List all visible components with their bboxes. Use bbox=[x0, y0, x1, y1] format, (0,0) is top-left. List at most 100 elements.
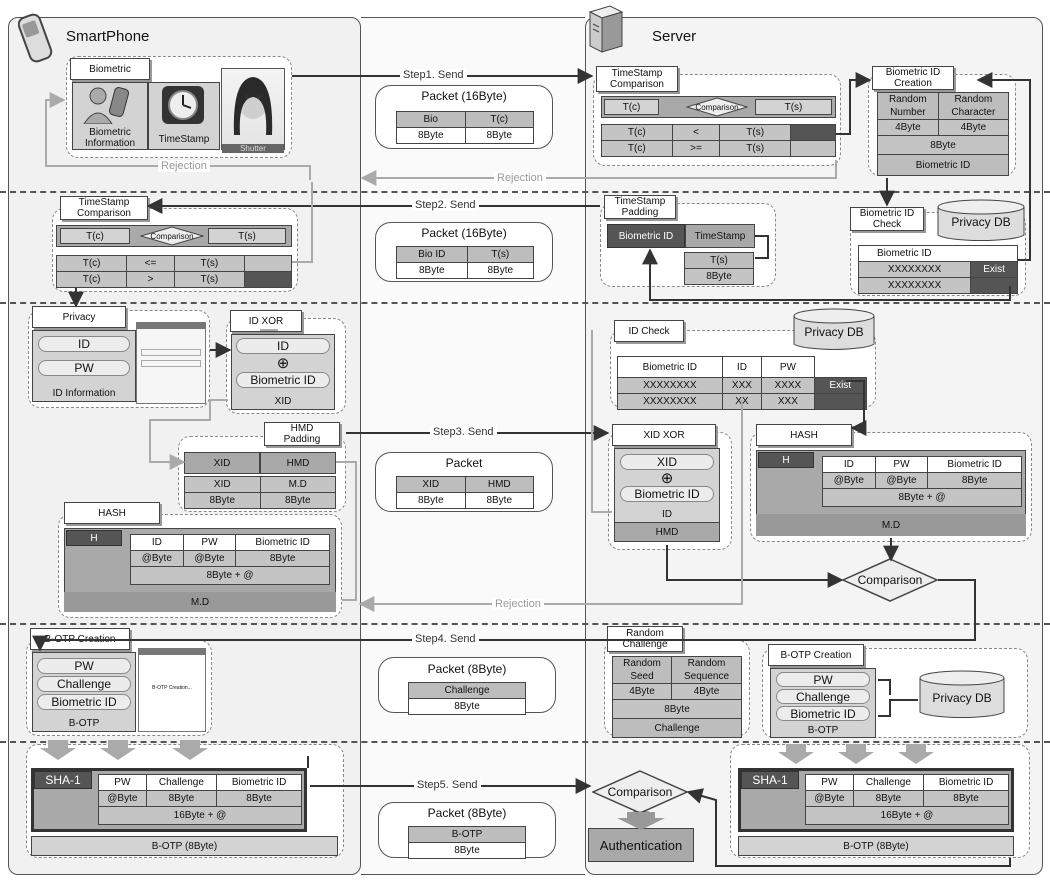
server-ts-2: T(s) bbox=[719, 140, 791, 157]
id-check-r1-pw: XXXX bbox=[761, 377, 815, 394]
random-challenge-title: Random Challenge bbox=[607, 626, 683, 652]
phone-sha-bioid: Biometric ID bbox=[216, 774, 302, 791]
xid-xor-xid: XID bbox=[620, 454, 714, 470]
smartphone-icon bbox=[18, 13, 53, 63]
phone-comparison-label: Comparison bbox=[150, 231, 194, 241]
packet-5-title: Packet (8Byte) bbox=[427, 806, 507, 820]
shutter-label[interactable]: Shutter bbox=[222, 144, 284, 153]
server-botp-pw: PW bbox=[776, 672, 870, 687]
smartphone-title: SmartPhone bbox=[66, 28, 150, 45]
server-icon bbox=[588, 5, 624, 53]
privacy-db-icon-3 bbox=[919, 670, 1005, 718]
rejection-label-1: Rejection bbox=[158, 160, 210, 172]
phone-botp-result: B-OTP bbox=[68, 717, 100, 729]
screen-input-1 bbox=[141, 349, 201, 356]
server-ts-box: T(s) bbox=[755, 99, 832, 115]
ts-padding-bioid: Biometric ID bbox=[607, 224, 685, 248]
server-botp-title: B-OTP Creation bbox=[768, 644, 864, 666]
xid-xor-hmd: HMD bbox=[614, 522, 720, 542]
packet-4-h0: Challenge bbox=[408, 682, 526, 699]
phone-comparison-diamond bbox=[140, 226, 204, 246]
id-check-r2-id: XX bbox=[721, 393, 763, 410]
packet-1-v1: 8Byte bbox=[464, 127, 534, 144]
phone-ts-box: T(s) bbox=[208, 228, 286, 244]
server-sha-challenge-size: 8Byte bbox=[852, 790, 925, 807]
id-check-r2-pw: XXX bbox=[761, 393, 815, 410]
step4-label: Step4. Send bbox=[412, 633, 479, 645]
ts-padding-ts: T(s) bbox=[684, 252, 754, 269]
id-check-exist: Exist bbox=[813, 377, 867, 394]
phone-sha-pw-size: @Byte bbox=[98, 790, 147, 807]
id-check-r1-id: XXX bbox=[721, 377, 763, 394]
privacy-id-pill[interactable]: ID bbox=[38, 336, 130, 352]
server-sha-pw: PW bbox=[805, 774, 854, 791]
phone-tc-2: T(c) bbox=[55, 271, 128, 288]
server-sha-span: 16Byte + @ bbox=[805, 806, 1009, 825]
phone-sha-label: SHA-1 bbox=[34, 771, 92, 789]
screen-statusbar bbox=[137, 323, 205, 329]
xid-xor-bioid: Biometric ID bbox=[620, 486, 714, 502]
ts-padding-title: TimeStamp Padding bbox=[604, 195, 676, 219]
privacy-title: Privacy bbox=[32, 306, 126, 328]
server-botp-bioid: Biometric ID bbox=[776, 706, 870, 721]
bioid-creation-result: Biometric ID bbox=[877, 154, 1009, 176]
packet-5-h0: B-OTP bbox=[408, 826, 526, 843]
server-hash-bioid: Biometric ID bbox=[927, 456, 1022, 473]
xid-xor-title: XID XOR bbox=[612, 424, 716, 446]
phone-hash-h: H bbox=[66, 530, 122, 546]
phone-ts-2: T(s) bbox=[173, 271, 246, 288]
id-xor-symbol: ⊕ bbox=[276, 355, 290, 372]
phone-result-dark-2 bbox=[244, 271, 292, 288]
packet-3-v0: 8Byte bbox=[396, 492, 466, 509]
random-seed-size: 4Byte bbox=[612, 683, 672, 700]
server-tc-box: T(c) bbox=[604, 99, 659, 115]
separator-4 bbox=[0, 741, 1050, 743]
server-hash-id: ID bbox=[822, 456, 876, 473]
privacy-pw-pill[interactable]: PW bbox=[38, 360, 130, 376]
server-sha-pw-size: @Byte bbox=[805, 790, 854, 807]
phone-sha-pw: PW bbox=[98, 774, 147, 791]
id-check-r2-bioid: XXXXXXXX bbox=[617, 393, 723, 410]
phone-sha-bioid-size: 8Byte bbox=[216, 790, 302, 807]
phone-hash-pw-size: @Byte bbox=[182, 550, 237, 567]
random-number-size: 4Byte bbox=[877, 119, 939, 136]
server-hash-span: 8Byte + @ bbox=[822, 488, 1022, 507]
packet-5-table: B-OTP 8Byte bbox=[408, 826, 526, 859]
packet-2-h1: T(s) bbox=[466, 246, 535, 263]
phone-sha-challenge: Challenge bbox=[145, 774, 218, 791]
server-hash-title: HASH bbox=[756, 424, 852, 446]
server-hash-id-size: @Byte bbox=[822, 472, 876, 489]
id-xor-bioid: Biometric ID bbox=[236, 372, 330, 388]
server-result-2 bbox=[790, 140, 836, 157]
random-sequence-size: 4Byte bbox=[671, 683, 742, 700]
privacy-db-label-3: Privacy DB bbox=[932, 691, 992, 705]
server-botp8: B-OTP (8Byte) bbox=[738, 836, 1014, 856]
packet-1-title: Packet (16Byte) bbox=[421, 89, 507, 103]
server-comparison-diamond bbox=[686, 97, 748, 117]
step2-label: Step2. Send bbox=[412, 199, 479, 211]
hmd-pad-xid-size: 8Byte bbox=[184, 492, 261, 509]
server-botp-result: B-OTP bbox=[807, 724, 839, 736]
server-sha-label: SHA-1 bbox=[741, 771, 799, 789]
id-information-label: ID Information bbox=[52, 387, 116, 399]
biometric-title: Biometric bbox=[70, 58, 150, 80]
packet-3-v1: 8Byte bbox=[464, 492, 534, 509]
server-sha-challenge: Challenge bbox=[852, 774, 925, 791]
hmd-pad-xid: XID bbox=[184, 476, 261, 493]
phone-botp-title: B-OTP Creation bbox=[30, 628, 130, 650]
biometric-information-label: Biometric Information bbox=[84, 127, 136, 149]
bioid-check-dark2 bbox=[970, 277, 1018, 294]
phone-ts-result-table: T(c)<=T(s) T(c)>T(s) bbox=[55, 255, 292, 288]
packet-1-v0: 8Byte bbox=[396, 127, 466, 144]
id-check-h-blank bbox=[814, 357, 867, 378]
timestamp-label: TimeStamp bbox=[158, 133, 210, 145]
